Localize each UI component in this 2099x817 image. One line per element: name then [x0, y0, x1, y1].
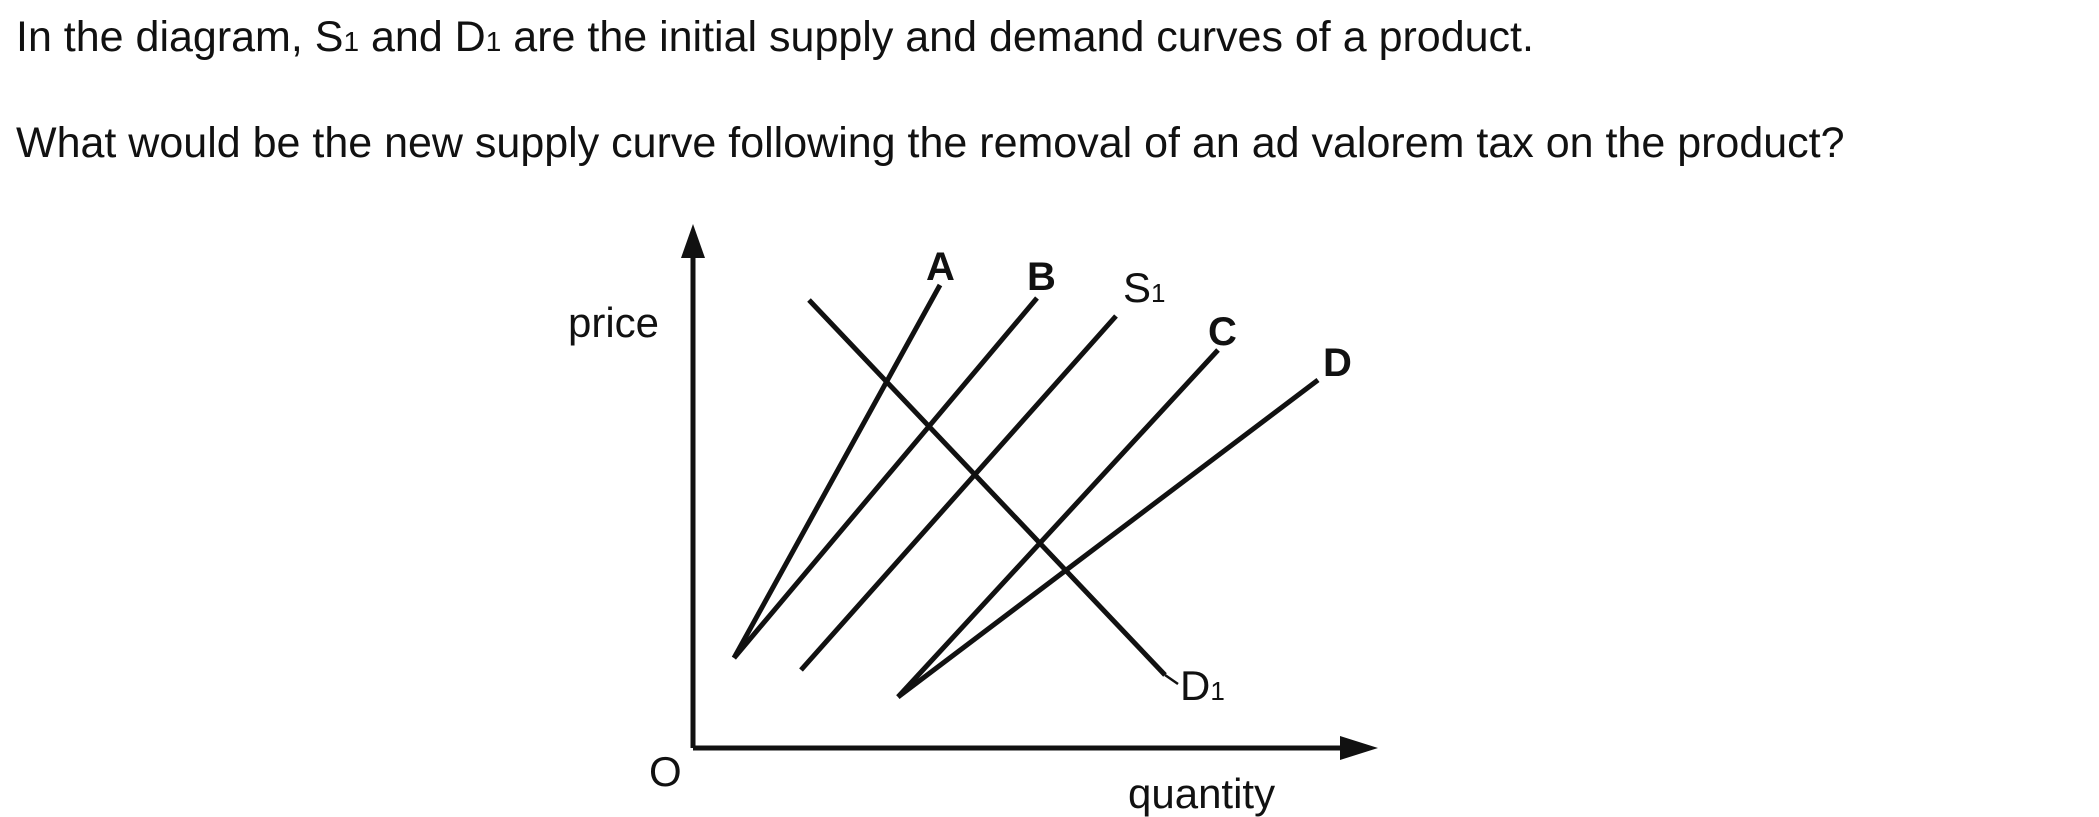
price-axis-arrow	[681, 224, 705, 258]
curve-a	[731, 283, 943, 660]
curve-c	[896, 348, 1220, 699]
curve-s1	[799, 314, 1118, 672]
intro-text: In the diagram, S1 and D1 are the initia…	[16, 13, 1534, 61]
curve-b	[732, 296, 1039, 660]
label-a: A	[926, 245, 955, 289]
question-text: What would be the new supply curve follo…	[16, 119, 1845, 167]
origin-label: O	[649, 748, 682, 795]
curve-d	[896, 378, 1320, 699]
label-b: B	[1027, 255, 1056, 299]
label-c: C	[1208, 310, 1237, 354]
label-s1: S1	[1123, 264, 1165, 311]
quantity-axis-arrow	[1340, 736, 1378, 760]
label-d: D	[1323, 341, 1352, 385]
curve-d1	[807, 298, 1167, 677]
label-d1: D1	[1180, 662, 1225, 709]
d1-leader	[1164, 673, 1179, 686]
x-axis-label: quantity	[1128, 770, 1275, 817]
y-axis-label: price	[568, 299, 659, 346]
